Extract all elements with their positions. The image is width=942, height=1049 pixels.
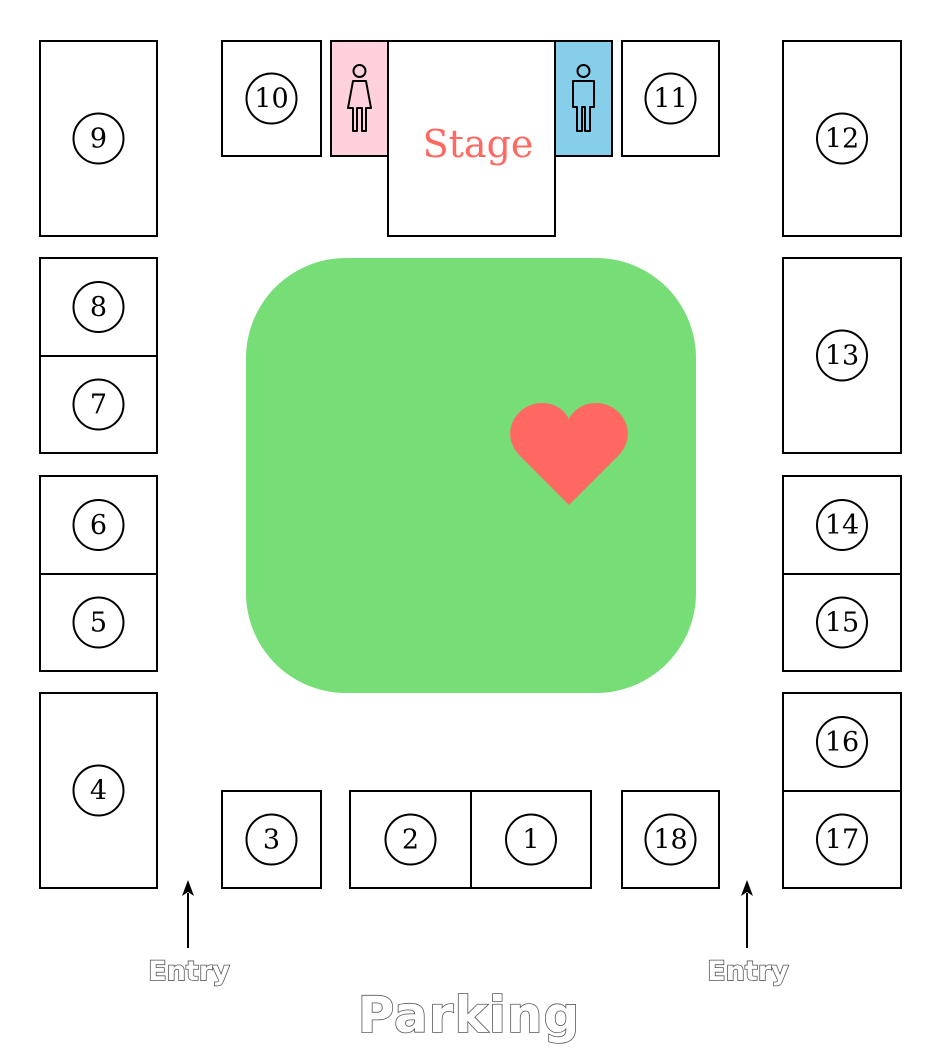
booth-15[interactable]: 15 <box>782 573 902 672</box>
booth-number-circle <box>245 72 298 125</box>
booth-number: 8 <box>90 292 107 323</box>
booth-number: 17 <box>825 825 859 856</box>
booth-number: 3 <box>263 825 280 856</box>
man-icon <box>572 64 595 132</box>
booth-number-circle <box>816 112 868 165</box>
booth-17[interactable]: 17 <box>782 790 902 889</box>
booth-number-circle <box>72 764 125 817</box>
booth-number-circle <box>816 813 868 866</box>
booth-1[interactable]: 1 <box>470 790 592 889</box>
booth-8[interactable]: 8 <box>39 257 158 357</box>
booth-number: 2 <box>402 825 419 856</box>
heart-icon <box>510 403 628 505</box>
central-lawn <box>246 258 696 693</box>
stage-label: Stage <box>423 122 534 166</box>
booth-number-circle <box>505 813 557 866</box>
booth-10[interactable]: 10 <box>221 40 322 157</box>
booth-number: 5 <box>90 608 107 639</box>
booth-13[interactable]: 13 <box>782 257 902 454</box>
booth-number: 11 <box>653 84 687 115</box>
booth-number: 6 <box>90 510 107 541</box>
booth-number-circle <box>644 72 697 125</box>
stage[interactable] <box>387 40 556 237</box>
booth-number-circle <box>245 813 298 866</box>
booth-12[interactable]: 12 <box>782 40 902 237</box>
booth-box[interactable] <box>221 40 322 157</box>
booth-number: 18 <box>653 825 687 856</box>
booth-9[interactable]: 9 <box>39 40 158 237</box>
booth-number-circle <box>816 329 868 382</box>
booth-number-circle <box>816 716 868 768</box>
booth-number-circle <box>72 281 125 333</box>
booth-number-circle <box>72 499 125 551</box>
booth-number: 10 <box>254 84 288 115</box>
booth-4[interactable]: 4 <box>39 692 158 889</box>
booth-14[interactable]: 14 <box>782 475 902 575</box>
booth-number-circle <box>72 378 125 431</box>
booth-number: 14 <box>825 510 859 541</box>
restroom-women[interactable] <box>330 40 389 157</box>
booth-number: 12 <box>825 124 859 155</box>
booth-number-circle <box>72 112 125 165</box>
booth-7[interactable]: 7 <box>39 355 158 454</box>
booth-number: 1 <box>522 825 539 856</box>
booth-number: 16 <box>825 727 859 758</box>
booth-number: 7 <box>90 390 107 421</box>
booth-number: 9 <box>90 124 107 155</box>
booth-number: 13 <box>825 341 859 372</box>
entry-label-left: Entry <box>148 956 230 987</box>
woman-icon <box>347 64 372 132</box>
booth-6[interactable]: 6 <box>39 475 158 575</box>
booth-2[interactable]: 2 <box>349 790 472 889</box>
booth-3[interactable]: 3 <box>221 790 322 889</box>
booth-18[interactable]: 18 <box>621 790 720 889</box>
booth-16[interactable]: 16 <box>782 692 902 792</box>
booth-number-circle <box>816 499 868 551</box>
booth-number-circle <box>816 596 868 649</box>
restroom-men[interactable] <box>554 40 613 157</box>
booth-number-circle <box>384 813 437 866</box>
booth-number: 4 <box>90 776 107 807</box>
parking-label: Parking <box>358 986 580 1044</box>
booth-number: 15 <box>825 608 859 639</box>
entry-arrow-right <box>741 880 753 948</box>
booth-11[interactable]: 11 <box>621 40 720 157</box>
entry-arrow-left <box>182 880 194 948</box>
booth-5[interactable]: 5 <box>39 573 158 672</box>
booth-box[interactable] <box>39 692 158 889</box>
entry-label-right: Entry <box>707 956 789 987</box>
booth-number-circle <box>72 596 125 649</box>
booth-number-circle <box>644 813 697 866</box>
